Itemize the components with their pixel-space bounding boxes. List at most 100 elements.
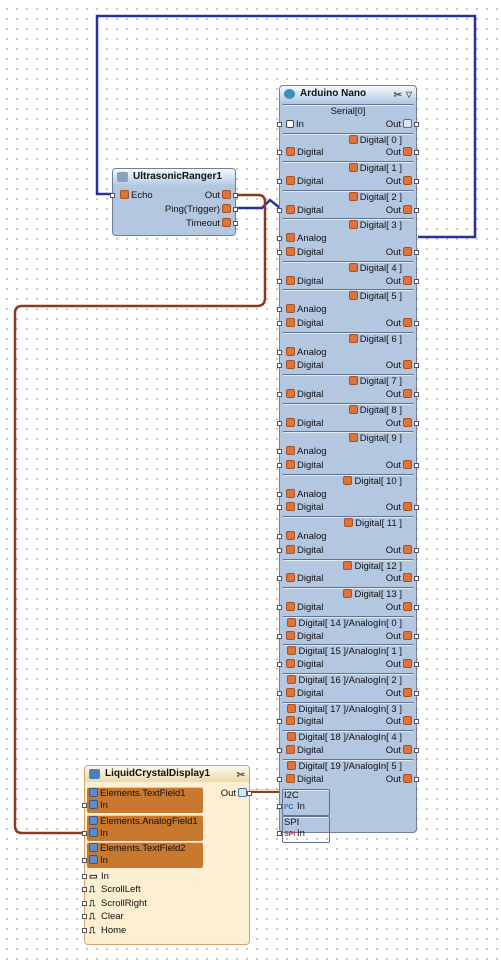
digital-out-pin-5[interactable]: Out [386, 317, 412, 330]
lcd-pin-home[interactable]: ⎍Home [89, 924, 126, 937]
digital-group-12[interactable] [282, 558, 414, 589]
digital-connector-9[interactable] [277, 463, 282, 468]
serial-out-connector[interactable] [414, 121, 419, 127]
digital-group-8[interactable] [282, 402, 414, 433]
digital-out-connector-0[interactable] [414, 150, 419, 156]
ultrasonic-ranger-component[interactable]: UltrasonicRanger1 Echo Out Ping(Trigger)… [110, 168, 238, 236]
digital-out-pin-10[interactable]: Out [386, 501, 412, 514]
digital-group-11[interactable] [282, 516, 414, 559]
analog-connector-5[interactable] [277, 307, 282, 313]
digital-group-18[interactable] [282, 730, 414, 760]
pin-9-analog[interactable]: Analog [282, 445, 327, 458]
lcd-element-in-pin-0[interactable]: In [89, 799, 108, 812]
pin-6-analog[interactable]: Analog [282, 346, 327, 359]
pin-9-digital[interactable]: Digital [282, 459, 323, 472]
digital-out-connector-2[interactable] [414, 207, 419, 213]
pin-11-analog[interactable]: Analog [282, 530, 327, 543]
digital-connector-13[interactable] [277, 605, 282, 610]
serial-out-pin[interactable]: Out [386, 118, 412, 131]
lcd-element-in-connector-2[interactable] [82, 858, 87, 863]
pin-15-digital[interactable]: Digital [282, 658, 323, 671]
digital-out-pin-1[interactable]: Out [386, 175, 412, 188]
lcd-pin-connector-2[interactable] [82, 900, 87, 906]
lcd-element-in-connector-1[interactable] [82, 830, 87, 836]
digital-group-19[interactable] [282, 758, 414, 789]
digital-connector-14[interactable] [277, 633, 282, 639]
digital-out-connector-4[interactable] [414, 278, 419, 284]
lcd-title[interactable]: LiquidCrystalDisplay1 ✂ [85, 766, 249, 782]
lcd-pin-connector-0[interactable] [82, 873, 87, 879]
digital-out-connector-14[interactable] [414, 633, 419, 639]
pin-16-digital[interactable]: Digital [282, 687, 323, 700]
digital-group-3[interactable] [282, 218, 414, 261]
digital-out-pin-7[interactable]: Out [386, 388, 412, 401]
pin-3-digital[interactable]: Digital [282, 246, 323, 259]
analog-connector-10[interactable] [277, 491, 282, 497]
pin-10-digital[interactable]: Digital [282, 501, 323, 514]
digital-out-connector-11[interactable] [414, 547, 419, 553]
digital-out-connector-7[interactable] [414, 392, 419, 397]
i2c-in-connector[interactable] [277, 804, 282, 810]
pin-7-digital[interactable]: Digital [282, 388, 323, 401]
digital-out-pin-15[interactable]: Out [386, 658, 412, 671]
analog-connector-9[interactable] [277, 449, 282, 455]
digital-connector-7[interactable] [277, 392, 282, 397]
digital-out-pin-11[interactable]: Out [386, 544, 412, 557]
digital-out-connector-18[interactable] [414, 748, 419, 753]
serial-group[interactable] [282, 104, 414, 135]
digital-out-connector-8[interactable] [414, 420, 419, 426]
arduino-nano-title[interactable]: Arduino Nano ✂ ▽ [280, 86, 416, 102]
echo-pin[interactable]: Echo [116, 189, 153, 202]
wire-ping-to-digital2[interactable] [236, 198, 281, 210]
digital-out-connector-9[interactable] [414, 463, 419, 468]
digital-connector-15[interactable] [277, 662, 282, 668]
lcd-element-in-connector-0[interactable] [82, 803, 87, 808]
lcd-out-pin[interactable]: Out [221, 787, 247, 800]
lcd-element-in-pin-1[interactable]: In [89, 827, 108, 840]
pin-18-digital[interactable]: Digital [282, 744, 323, 757]
wire-digital3-to-echo[interactable] [95, 14, 477, 239]
digital-group-7[interactable] [282, 374, 414, 404]
digital-connector-3[interactable] [277, 250, 282, 255]
pin-6-digital[interactable]: Digital [282, 359, 323, 372]
lcd-component[interactable]: LiquidCrystalDisplay1 ✂ Out Elements.Tex… [82, 765, 252, 945]
digital-out-pin-17[interactable]: Out [386, 715, 412, 728]
digital-out-connector-13[interactable] [414, 605, 419, 610]
digital-group-4[interactable] [282, 260, 414, 291]
timeout-connector[interactable] [233, 221, 238, 226]
digital-out-pin-19[interactable]: Out [386, 773, 412, 786]
digital-group-13[interactable] [282, 587, 414, 617]
pin-5-analog[interactable]: Analog [282, 303, 327, 316]
ultrasonic-ranger-title[interactable]: UltrasonicRanger1 [113, 169, 235, 185]
digital-connector-8[interactable] [277, 420, 282, 426]
digital-out-pin-0[interactable]: Out [386, 146, 412, 159]
digital-connector-16[interactable] [277, 690, 282, 696]
digital-connector-6[interactable] [277, 363, 282, 369]
pin-4-digital[interactable]: Digital [282, 275, 323, 288]
wire-ultrasonic-out-to-lcd-analog[interactable] [13, 193, 267, 835]
lcd-element-in-pin-2[interactable]: In [89, 854, 108, 867]
digital-out-pin-18[interactable]: Out [386, 744, 412, 757]
analog-connector-6[interactable] [277, 349, 282, 355]
digital-out-pin-4[interactable]: Out [386, 275, 412, 288]
digital-group-17[interactable] [282, 701, 414, 732]
chevron-down-icon[interactable]: ▽ [405, 90, 412, 99]
pin-12-digital[interactable]: Digital [282, 572, 323, 585]
out-pin[interactable]: Out [205, 189, 231, 202]
digital-group-0[interactable] [282, 132, 414, 163]
digital-out-connector-3[interactable] [414, 250, 419, 255]
digital-connector-10[interactable] [277, 505, 282, 511]
digital-out-pin-6[interactable]: Out [386, 359, 412, 372]
lcd-pin-scrollright[interactable]: ⎍ScrollRight [89, 897, 147, 910]
digital-out-connector-17[interactable] [414, 719, 419, 725]
pin-0-digital[interactable]: Digital [282, 146, 323, 159]
digital-out-connector-16[interactable] [414, 690, 419, 696]
lcd-pin-scrollleft[interactable]: ⎍ScrollLeft [89, 883, 141, 896]
lcd-pin-clear[interactable]: ⎍Clear [89, 910, 124, 923]
lcd-pin-connector-3[interactable] [82, 914, 87, 919]
digital-out-pin-16[interactable]: Out [386, 687, 412, 700]
digital-connector-2[interactable] [277, 207, 282, 213]
spi-in-connector[interactable] [277, 831, 282, 837]
